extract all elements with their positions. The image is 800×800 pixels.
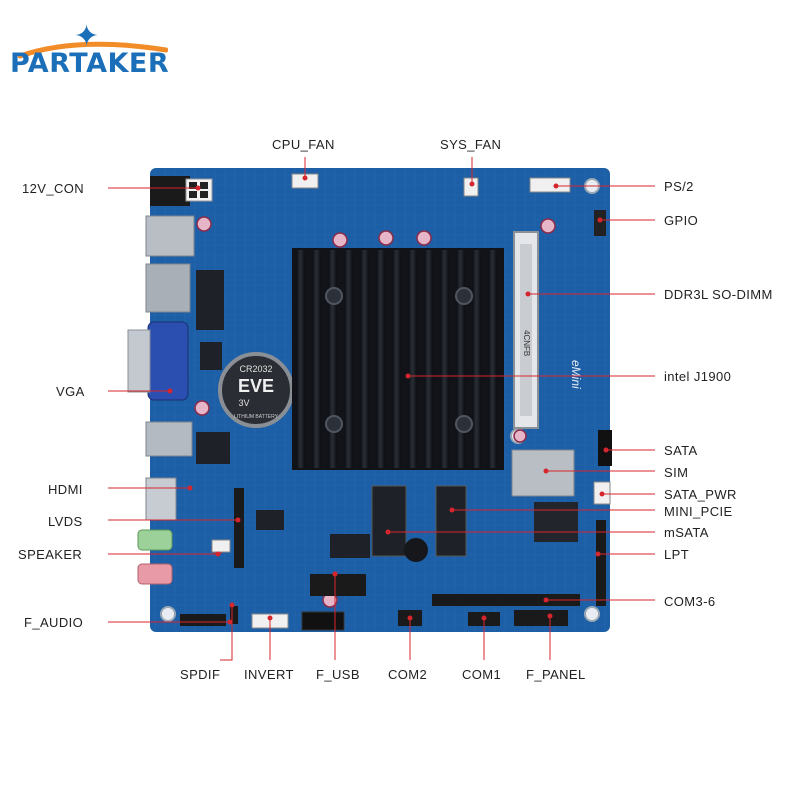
- heatsink-fin: [488, 250, 497, 468]
- hdmi-port: [145, 477, 177, 521]
- label-hdmi: HDMI: [48, 482, 83, 497]
- label-spdif: SPDIF: [180, 667, 221, 682]
- mini-pcie-slot: [435, 485, 467, 557]
- heatsink-fin: [456, 250, 465, 468]
- battery-subtitle: LITHIUM BATTERY: [234, 414, 279, 420]
- label-sata-pwr: SATA_PWR: [664, 487, 737, 502]
- heatsink-fin: [312, 250, 321, 468]
- label-com2: COM2: [388, 667, 428, 682]
- audio-jack-pink: [137, 563, 173, 585]
- heatsink-fin: [424, 250, 433, 468]
- emini-brand-mark: eMini: [569, 360, 583, 389]
- vga-port: [147, 321, 189, 401]
- lan-port-1: [145, 215, 195, 257]
- label-gpio: GPIO: [664, 213, 699, 228]
- logo-star-icon: ✦: [74, 20, 100, 53]
- f-usb-header: [310, 574, 366, 596]
- heatsink-fin: [328, 250, 337, 468]
- heatsink-fin: [360, 250, 369, 468]
- ps2-header: [529, 177, 571, 193]
- heatsink-fin: [296, 250, 305, 468]
- logo-swoosh-icon: [18, 41, 168, 59]
- heatsink-fin: [344, 250, 353, 468]
- heatsink-fin: [392, 250, 401, 468]
- label-com3-6: COM3-6: [664, 594, 716, 609]
- heatsink-fin: [440, 250, 449, 468]
- heatsink-fin: [376, 250, 385, 468]
- label-f-usb: F_USB: [316, 667, 360, 682]
- sys-fan-header: [463, 177, 479, 197]
- label-f-panel: F_PANEL: [526, 667, 586, 682]
- label-ddr3l-so-dimm: DDR3L SO-DIMM: [664, 287, 773, 302]
- label-lvds: LVDS: [48, 514, 83, 529]
- battery-model: CR2032: [239, 364, 272, 374]
- label-cpu-fan: CPU_FAN: [272, 137, 335, 152]
- logo-text: PARTAKER: [10, 48, 170, 79]
- label-invert: INVERT: [244, 667, 294, 682]
- label-sys-fan: SYS_FAN: [440, 137, 502, 152]
- label-speaker: SPEAKER: [18, 547, 83, 562]
- label-msata: mSATA: [664, 525, 709, 540]
- usb-stack-2: [145, 421, 193, 457]
- heatsink-fin: [408, 250, 417, 468]
- lan-chip: [196, 270, 224, 330]
- battery-voltage: 3V: [238, 398, 249, 408]
- f-panel-header: [514, 610, 568, 626]
- heatsink-screws: [325, 287, 473, 433]
- msata-slot: [371, 485, 407, 557]
- usb-header-2: [301, 611, 345, 631]
- partaker-logo: ✦ PARTAKER: [6, 22, 176, 92]
- lvds-header: [234, 488, 244, 568]
- label-mini-pcie: MINI_PCIE: [664, 504, 733, 519]
- label-12v-con: 12V_CON: [22, 181, 85, 196]
- usb-stack-1: [145, 263, 191, 313]
- label-com1: COM1: [462, 667, 502, 682]
- spdif-header: [230, 606, 238, 624]
- battery-brand: EVE: [238, 376, 274, 396]
- heatsink-fin: [472, 250, 481, 468]
- heatsink-fins: [296, 250, 497, 468]
- label-intel-j1900: intel J1900: [664, 369, 732, 384]
- chip-small-1: [200, 342, 222, 370]
- speaker-header: [211, 539, 231, 553]
- leader-dots: [167, 175, 609, 625]
- io-chip: [330, 534, 370, 558]
- com3-6-header: [432, 594, 580, 606]
- leader-lines: [108, 157, 655, 661]
- audio-chip: [196, 432, 230, 464]
- label-lpt: LPT: [664, 547, 690, 562]
- vga-port-shell: [127, 329, 151, 393]
- dimm-marking: 4CNFB: [522, 330, 531, 356]
- label-ps2: PS/2: [664, 179, 694, 194]
- label-vga: VGA: [56, 384, 85, 399]
- buzzer: [404, 538, 428, 562]
- bios-chip: [256, 510, 284, 530]
- audio-jack-green: [137, 529, 173, 551]
- super-io-chip: [534, 502, 578, 542]
- sim-slot: [511, 449, 575, 497]
- lpt-header: [596, 520, 606, 606]
- label-f-audio: F_AUDIO: [24, 615, 84, 630]
- gpio-header: [594, 210, 606, 236]
- f-audio-header: [180, 614, 226, 626]
- label-sata: SATA: [664, 443, 698, 458]
- power-12v-connector: [150, 176, 190, 206]
- label-sim: SIM: [664, 465, 689, 480]
